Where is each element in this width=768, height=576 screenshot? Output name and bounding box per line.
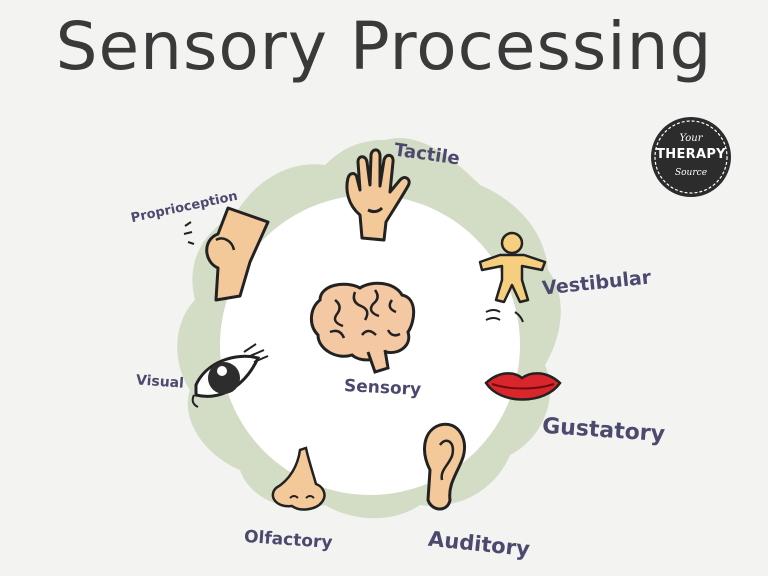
ear-icon xyxy=(423,422,466,511)
page-title: Sensory Processing xyxy=(55,8,713,85)
hand-icon xyxy=(345,148,411,242)
label-sensory-center: Sensory xyxy=(343,375,422,401)
badge-top-text: Your xyxy=(679,133,703,144)
balance-figure-icon xyxy=(478,231,547,323)
eye-icon xyxy=(191,343,269,408)
label-visual: Visual xyxy=(135,372,185,392)
lips-icon xyxy=(484,372,562,401)
brain-icon xyxy=(310,281,416,374)
badge-bottom-text: Source xyxy=(674,168,708,178)
therapy-source-badge: Your THERAPY Source xyxy=(650,116,732,198)
badge-middle-text: THERAPY xyxy=(656,147,726,162)
badge-seal-icon xyxy=(651,117,731,197)
knee-joint-icon xyxy=(183,206,270,302)
nose-icon xyxy=(271,446,326,511)
